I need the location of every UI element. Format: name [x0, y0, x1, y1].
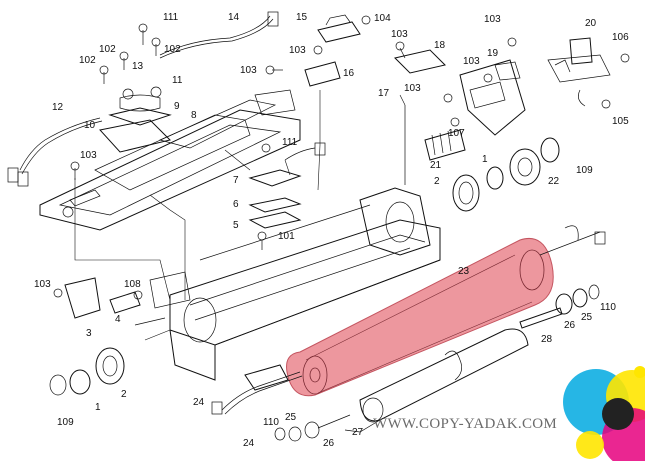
label-105: 105	[612, 116, 629, 127]
label-102-right: 102	[164, 44, 181, 55]
cmyk-logo	[563, 366, 645, 461]
leader-lines	[74, 90, 406, 341]
label-25-bottom: 25	[285, 412, 297, 423]
main-frame-housing	[169, 187, 441, 381]
bottom-small-parts	[211, 364, 351, 442]
fuser-roller-23	[286, 238, 554, 397]
label-28: 28	[541, 334, 553, 345]
label-103-topright: 103	[484, 14, 501, 25]
label-108: 108	[124, 279, 141, 290]
label-103-upper: 103	[240, 65, 257, 76]
label-106: 106	[612, 32, 629, 43]
label-23: 23	[458, 266, 470, 277]
label-103-mid: 103	[289, 45, 306, 56]
label-109-left: 109	[57, 417, 74, 428]
pressure-roller-27	[344, 225, 606, 433]
part-labels: 111 14 15 104 103 20 102 102 102 13 11 1…	[34, 12, 629, 449]
label-20: 20	[585, 18, 597, 29]
label-2-left: 2	[121, 389, 127, 400]
label-4: 4	[115, 314, 121, 325]
label-13: 13	[132, 61, 144, 72]
label-109-right: 109	[576, 165, 593, 176]
label-21: 21	[430, 160, 442, 171]
label-24-top: 24	[193, 397, 205, 408]
label-111-mid: 111	[282, 137, 298, 148]
upper-bracket-assembly	[7, 11, 301, 231]
label-8: 8	[191, 110, 197, 121]
label-18: 18	[434, 40, 446, 51]
label-9: 9	[174, 101, 180, 112]
label-17: 17	[378, 88, 390, 99]
label-6: 6	[233, 199, 239, 210]
label-110-right: 110	[600, 302, 616, 313]
left-lower-parts	[49, 271, 191, 396]
label-103-left: 103	[80, 150, 97, 161]
label-26-bottom: 26	[323, 438, 335, 449]
label-104: 104	[374, 13, 391, 24]
label-1-right: 1	[482, 154, 488, 165]
watermark-text: WWW.COPY-YADAK.COM	[373, 416, 557, 432]
right-gears	[452, 137, 560, 212]
label-103-top-center: 103	[391, 29, 408, 40]
label-103-bottom-left: 103	[34, 279, 51, 290]
label-1-left: 1	[95, 402, 101, 413]
label-111-top: 111	[163, 12, 179, 23]
label-10: 10	[84, 120, 96, 131]
label-22: 22	[548, 176, 560, 187]
label-5: 5	[233, 220, 239, 231]
label-103-center: 103	[463, 56, 480, 67]
label-103-right-mid: 103	[404, 83, 421, 94]
right-bracket-parts	[394, 37, 630, 185]
label-102-far-left: 102	[79, 55, 96, 66]
label-16: 16	[343, 68, 355, 79]
label-12: 12	[52, 102, 64, 113]
middle-small-parts	[248, 142, 326, 250]
label-24-bottom: 24	[243, 438, 255, 449]
label-3: 3	[86, 328, 92, 339]
label-15: 15	[296, 12, 308, 23]
label-7: 7	[233, 175, 239, 186]
label-102-left: 102	[99, 44, 116, 55]
label-101: 101	[278, 231, 295, 242]
label-2-right: 2	[434, 176, 440, 187]
label-27: 27	[352, 427, 364, 438]
label-25-right: 25	[581, 312, 593, 323]
label-14: 14	[228, 12, 240, 23]
label-19: 19	[487, 48, 499, 59]
label-107: 107	[448, 128, 465, 139]
label-26-right: 26	[564, 320, 576, 331]
label-11: 11	[172, 75, 183, 86]
sensor-bracket-parts	[304, 14, 371, 87]
label-110-bottom: 110	[263, 417, 279, 428]
